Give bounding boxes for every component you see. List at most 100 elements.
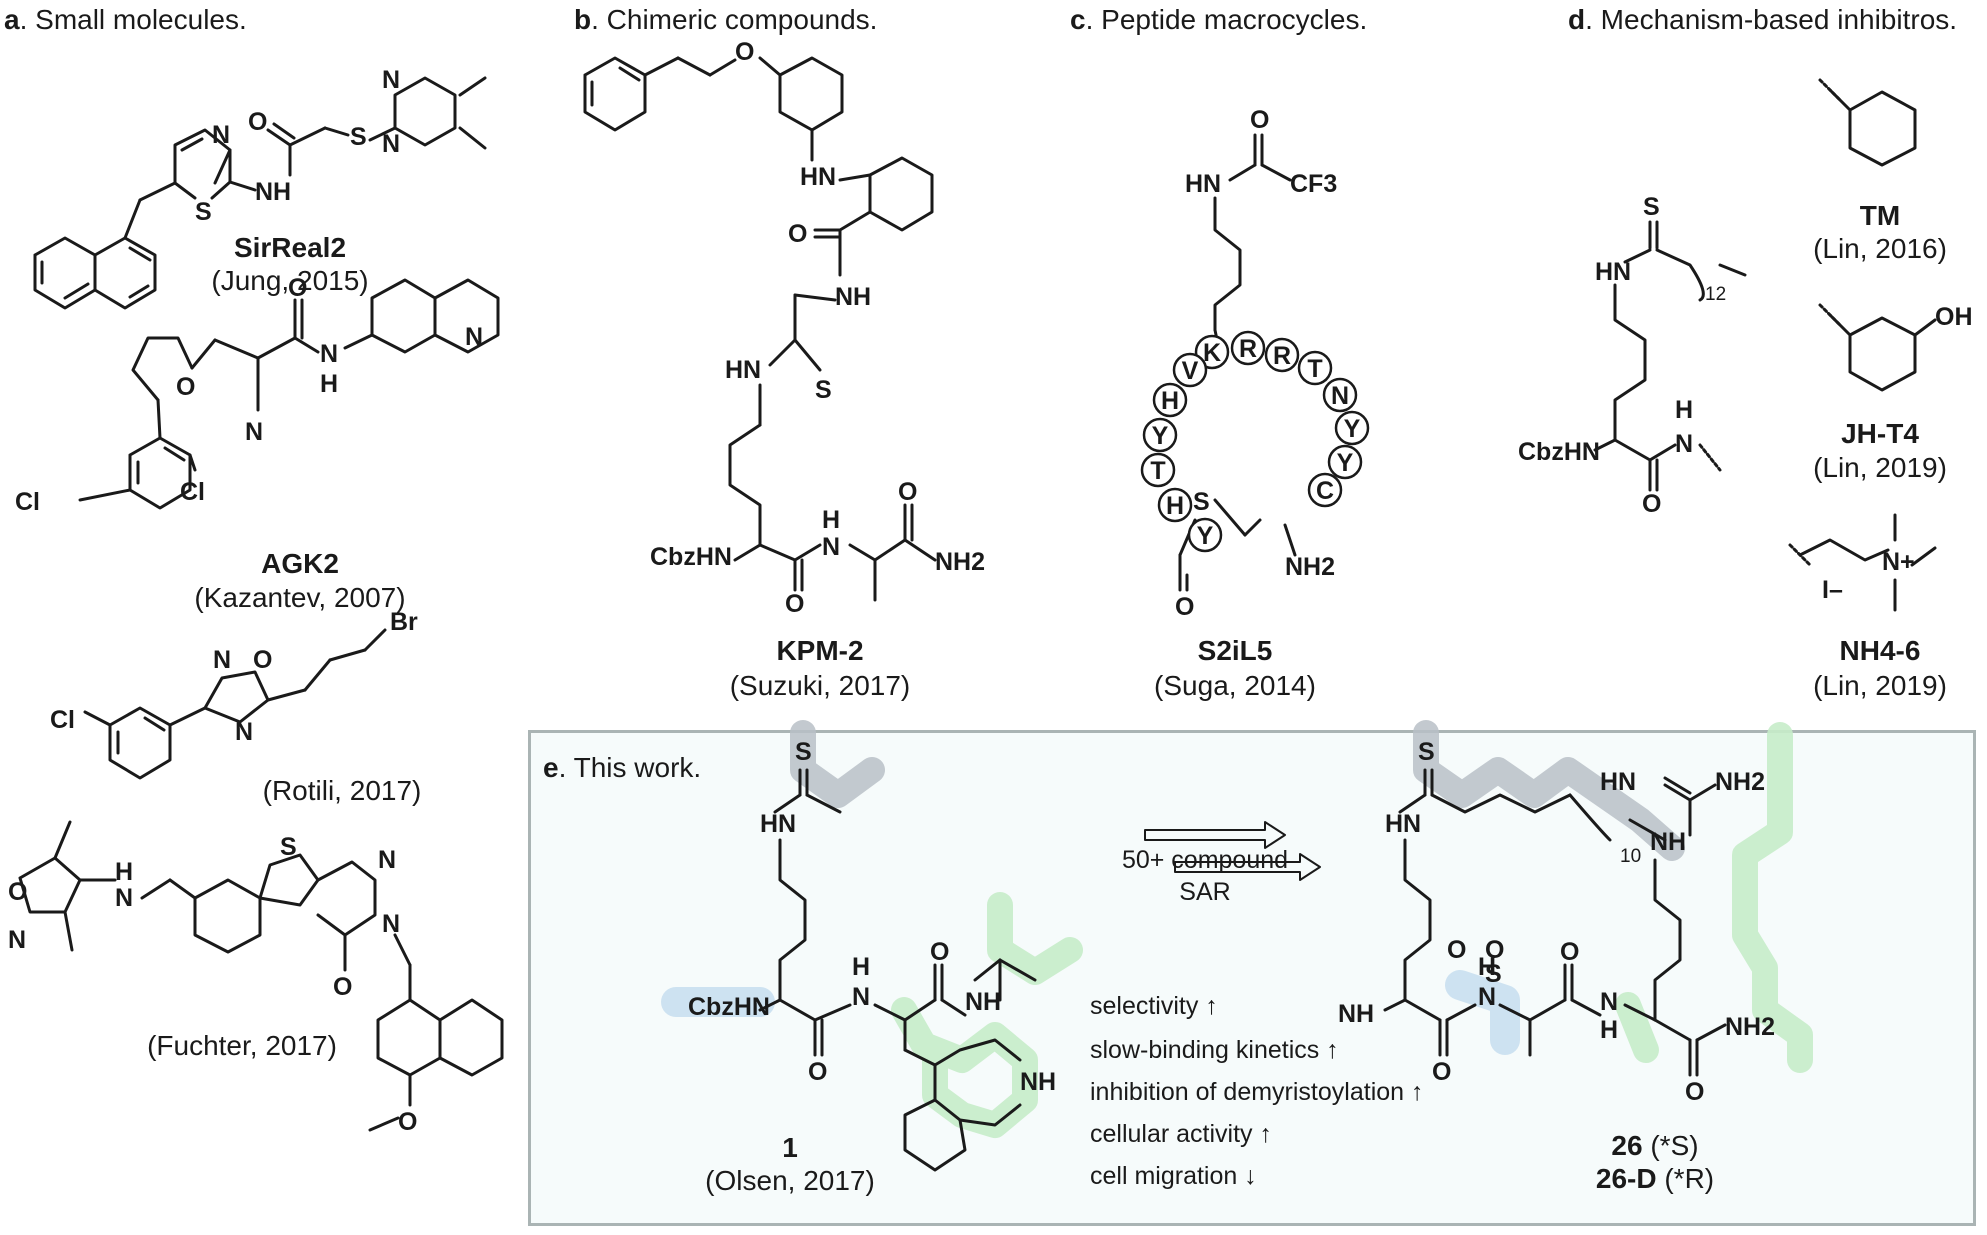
sar-feature-label: cellular activity	[1090, 1120, 1260, 1148]
peptide-residue: Y	[1334, 410, 1370, 446]
atom-n: N	[212, 121, 230, 149]
atom-nplus: N+	[1882, 548, 1915, 576]
atom-hn-tfa: HN	[1185, 170, 1221, 198]
atom-o-1b: O	[930, 938, 949, 966]
panel-d-header: d. Mechanism-based inhibitros.	[1568, 4, 1958, 35]
atom-h-amide: H	[320, 370, 338, 398]
structure-thioacyl-lys: S HN 12 CbzHN O H N	[1518, 193, 1747, 518]
arrow-up-icon: ↑	[1326, 1036, 1339, 1064]
atom-hn-anil: HN	[800, 163, 836, 191]
svg-text:N: N	[1331, 382, 1349, 410]
svg-text:V: V	[1182, 357, 1199, 385]
atom-h-26: H	[1478, 953, 1496, 981]
atom-s-sulf: S	[1485, 960, 1502, 988]
atom-oh: OH	[1935, 303, 1973, 331]
peptide-residue: T	[1297, 350, 1333, 386]
atom-cl2: Cl	[180, 478, 205, 506]
atom-o-kpm2: O	[898, 478, 917, 506]
atom-n-isox: N	[8, 926, 26, 954]
atom-hn-guan: HN	[1600, 768, 1636, 796]
sar-feature: inhibition of demyristoylation ↑	[1090, 1078, 1424, 1107]
atom-o: O	[248, 108, 267, 136]
sar-feature-label: selectivity	[1090, 992, 1206, 1020]
citation-fuchter: (Fuchter, 2017)	[147, 1030, 337, 1061]
atom-n3: N	[382, 130, 400, 158]
compound-name-tm: TM	[1859, 200, 1901, 231]
structure-tm	[1818, 78, 1917, 167]
atom-o-furan: O	[176, 373, 195, 401]
svg-text:T: T	[1150, 457, 1165, 485]
peptide-residue: V	[1172, 352, 1208, 388]
atom-s-26: S	[1418, 738, 1435, 766]
svg-text:H: H	[1161, 387, 1179, 415]
atom-sub12: 12	[1705, 284, 1726, 305]
atom-nh-sulf: NH	[1338, 1000, 1374, 1028]
atom-o-d: O	[1642, 490, 1661, 518]
structure-compound-1: S HN CbzHN O H N O NH NH	[688, 738, 1056, 1172]
atom-n-ox2: N	[235, 718, 253, 746]
atom-s-d: S	[1643, 193, 1660, 221]
atom-nh-indole: NH	[1020, 1068, 1056, 1096]
atom-h-26b: H	[1600, 1016, 1618, 1044]
svg-text:C: C	[1316, 477, 1334, 505]
atom-n-nitrile: N	[245, 418, 263, 446]
atom-o-amide: O	[288, 274, 307, 302]
atom-br: Br	[390, 608, 418, 636]
citation-kpm2: (Suzuki, 2017)	[729, 670, 911, 701]
atom-n-pyr: N	[378, 846, 396, 874]
atom-nh-fuch: H	[115, 858, 133, 886]
atom-nh-1: NH	[965, 988, 1001, 1016]
atom-n-quin: N	[465, 323, 483, 351]
svg-text:R: R	[1239, 335, 1257, 363]
peptide-residue: H	[1157, 487, 1193, 523]
atom-o-26: O	[1432, 1058, 1451, 1086]
svg-text:H: H	[1166, 492, 1184, 520]
highlight-layer	[661, 720, 1813, 1138]
structure-s2il5: O HN CF3 S O NH2	[1175, 106, 1337, 621]
peptide-residue: Y	[1187, 517, 1223, 553]
structure-fuchter: O N H N S N N O O	[8, 820, 504, 1136]
panel-a-header: a. Small molecules.	[4, 4, 247, 35]
compound-name-sirreal2: SirReal2	[233, 232, 347, 263]
svg-text:Y: Y	[1344, 415, 1361, 443]
atom-s2: S	[350, 123, 367, 151]
atom-hn-1: HN	[760, 810, 796, 838]
peptide-residue: C	[1307, 472, 1343, 508]
atom-nh2-link: NH2	[1285, 553, 1335, 581]
atom-n2: N	[382, 66, 400, 94]
structure-sirreal2: S N NH O S N N	[33, 66, 487, 310]
atom-o-1: O	[808, 1058, 827, 1086]
atom-o-ether: O	[735, 38, 754, 66]
citation-agk2: (Kazantev, 2007)	[194, 582, 406, 613]
atom-h-kpm: H	[822, 506, 840, 534]
atom-n-pyr2: N	[382, 910, 400, 938]
atom-n-kpm: N	[822, 533, 840, 561]
citation-rotili: (Rotili, 2017)	[262, 775, 422, 806]
atom-o-tfa: O	[1250, 106, 1269, 134]
structure-agk2: Cl Cl O N O N H N	[15, 274, 500, 516]
arrow-up-icon: ↑	[1259, 1120, 1273, 1148]
atom-sub10: 10	[1620, 846, 1641, 867]
sar-feature-label: cell migration	[1090, 1162, 1245, 1190]
peptide-residue: R	[1230, 330, 1266, 366]
citation-nh46: (Lin, 2019)	[1813, 670, 1947, 701]
structure-kpm2: O HN O NH HN S CbzHN O H N O NH2	[583, 38, 985, 618]
atom-nh2-26: NH2	[1725, 1013, 1775, 1041]
citation-tm: (Lin, 2016)	[1813, 233, 1947, 264]
atom-o-ox: O	[253, 646, 272, 674]
atom-n-26: N	[1478, 983, 1496, 1011]
structure-compound-26: S HN 10 NH S O O O H N O N H O NH2 NH	[1338, 738, 1775, 1106]
atom-n-amide: N	[320, 340, 338, 368]
atom-o-link: O	[1175, 593, 1194, 621]
sar-feature-label: slow-binding kinetics	[1090, 1036, 1327, 1064]
peptide-residue: N	[1322, 377, 1358, 413]
atom-cl3: Cl	[50, 706, 75, 734]
citation-s2il5: (Suga, 2014)	[1154, 670, 1316, 701]
atom-n-1: N	[852, 983, 870, 1011]
atom-cbzhn-d: CbzHN	[1518, 438, 1600, 466]
atom-cbzhn: CbzHN	[650, 543, 732, 571]
atom-nh: NH	[255, 178, 291, 206]
arrow-down-icon: ↓	[1244, 1162, 1257, 1190]
